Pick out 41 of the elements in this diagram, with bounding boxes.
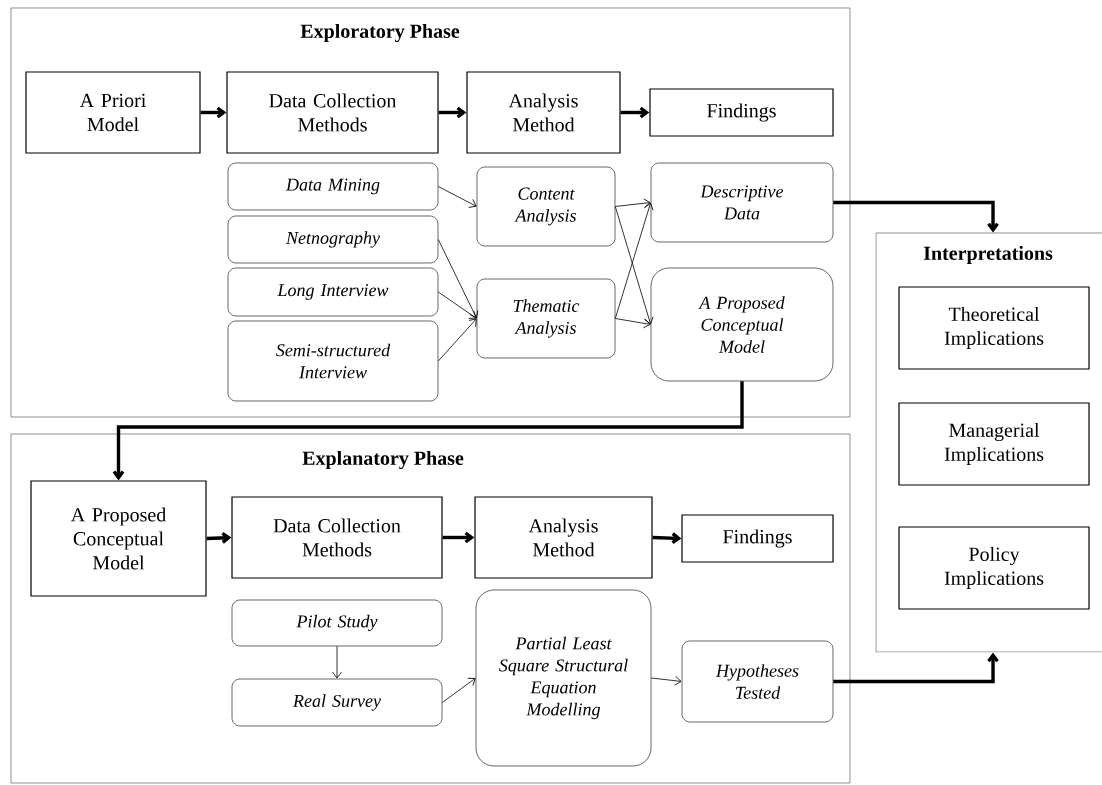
arrow — [200, 106, 227, 119]
process-box: A Priori Model — [25, 71, 201, 154]
process-box: Analysis Method — [466, 71, 621, 154]
arrow — [833, 652, 999, 684]
arrow — [437, 291, 477, 319]
process-box: Data Collection Methods — [226, 71, 439, 154]
arrow — [332, 645, 342, 679]
process-box: Analysis Method — [474, 496, 653, 579]
process-box: Data Collection Methods — [231, 496, 443, 579]
method-box: Thematic Analysis — [476, 278, 616, 359]
process-box: A Proposed Conceptual Model — [30, 480, 207, 597]
arrow — [112, 381, 744, 481]
method-box: Content Analysis — [476, 166, 616, 247]
method-box: Partial Least Square Structural Equation Modelling — [475, 589, 652, 767]
arrow — [614, 198, 651, 209]
method-box: Semi-structured Interview — [227, 320, 439, 402]
arrow — [437, 318, 477, 362]
process-box: Findings — [681, 514, 834, 563]
process-box: Theoretical Implications — [898, 286, 1090, 370]
process-box: Managerial Implications — [898, 402, 1090, 486]
arrow — [437, 239, 479, 319]
arrow — [438, 106, 467, 119]
arrow — [652, 532, 682, 545]
method-box: Data Mining — [227, 162, 439, 211]
method-box: Real Survey — [231, 678, 443, 727]
method-box: Pilot Study — [231, 599, 443, 647]
arrow — [620, 106, 650, 119]
method-box: Descriptive Data — [650, 162, 834, 243]
arrow — [441, 677, 476, 703]
arrow — [614, 318, 651, 329]
arrow — [437, 186, 477, 208]
arrow — [206, 531, 232, 544]
arrow — [833, 200, 999, 233]
arrow — [442, 531, 475, 544]
process-box: Policy Implications — [898, 526, 1090, 610]
arrow — [650, 675, 682, 686]
method-box: Hypotheses Tested — [681, 640, 834, 723]
process-box: Findings — [649, 88, 834, 137]
method-box: Long Interview — [227, 267, 439, 317]
method-box: Netnography — [227, 215, 439, 264]
method-box: A Proposed Conceptual Model — [650, 267, 834, 382]
